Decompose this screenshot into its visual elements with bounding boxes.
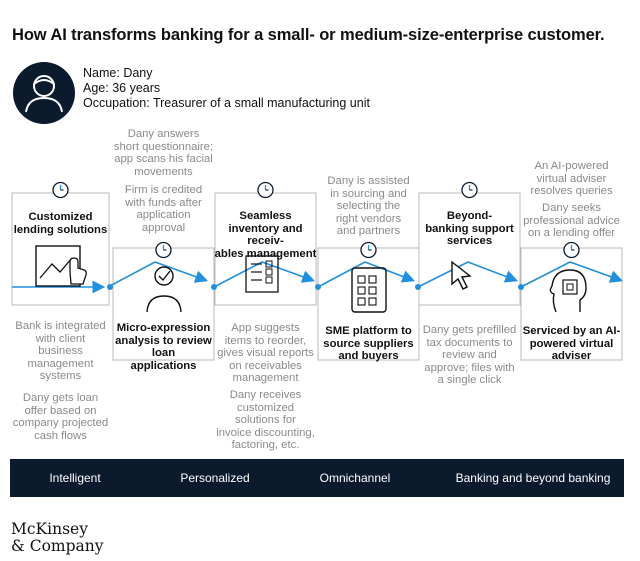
- clock-icon: [461, 181, 478, 199]
- persona-occupation: Occupation: Treasurer of a small manufac…: [83, 96, 370, 110]
- page-title: How AI transforms banking for a small- o…: [12, 26, 605, 44]
- clock-icon: [563, 241, 580, 259]
- category-intelligent: Intelligent: [49, 471, 101, 485]
- clock-icon: [155, 241, 172, 259]
- connector-dot: [211, 284, 217, 290]
- connector-dot: [518, 284, 524, 290]
- clock-icon: [360, 241, 377, 259]
- tablet-apps-icon: [351, 267, 387, 313]
- verified-user-icon: [146, 266, 182, 313]
- connector-line: [317, 261, 415, 288]
- connector-dot: [107, 284, 113, 290]
- category-omnichannel: Omnichannel: [319, 471, 391, 485]
- connector-line: [520, 261, 624, 288]
- persona-name: Name: Dany: [83, 66, 153, 80]
- connector-dot: [315, 284, 321, 290]
- category-bar: Intelligent Personalized Omnichannel Ban…: [10, 459, 624, 497]
- clock-icon: [257, 181, 274, 199]
- checklist-icon: [245, 255, 279, 293]
- clock-icon: [52, 181, 69, 199]
- ai-brain-icon: [549, 269, 587, 313]
- user-avatar-icon: [13, 62, 75, 124]
- persona-age: Age: 36 years: [83, 81, 161, 95]
- cursor-icon: [451, 260, 472, 290]
- category-personalized: Personalized: [180, 471, 250, 485]
- connector-line: [213, 261, 316, 288]
- connector-line: [107, 261, 209, 288]
- connector-line: [417, 261, 518, 288]
- mckinsey-logo: McKinsey & Company: [11, 520, 104, 555]
- touchscreen-chart-icon: [35, 245, 87, 287]
- stage-box: [418, 192, 521, 306]
- stage-box: [520, 247, 623, 361]
- stage-box: [11, 192, 110, 306]
- category-banking-beyond: Banking and beyond banking: [455, 471, 611, 485]
- persona-details: Name: Dany Age: 36 years Occupation: Tre…: [83, 66, 370, 111]
- connector-dot: [415, 284, 421, 290]
